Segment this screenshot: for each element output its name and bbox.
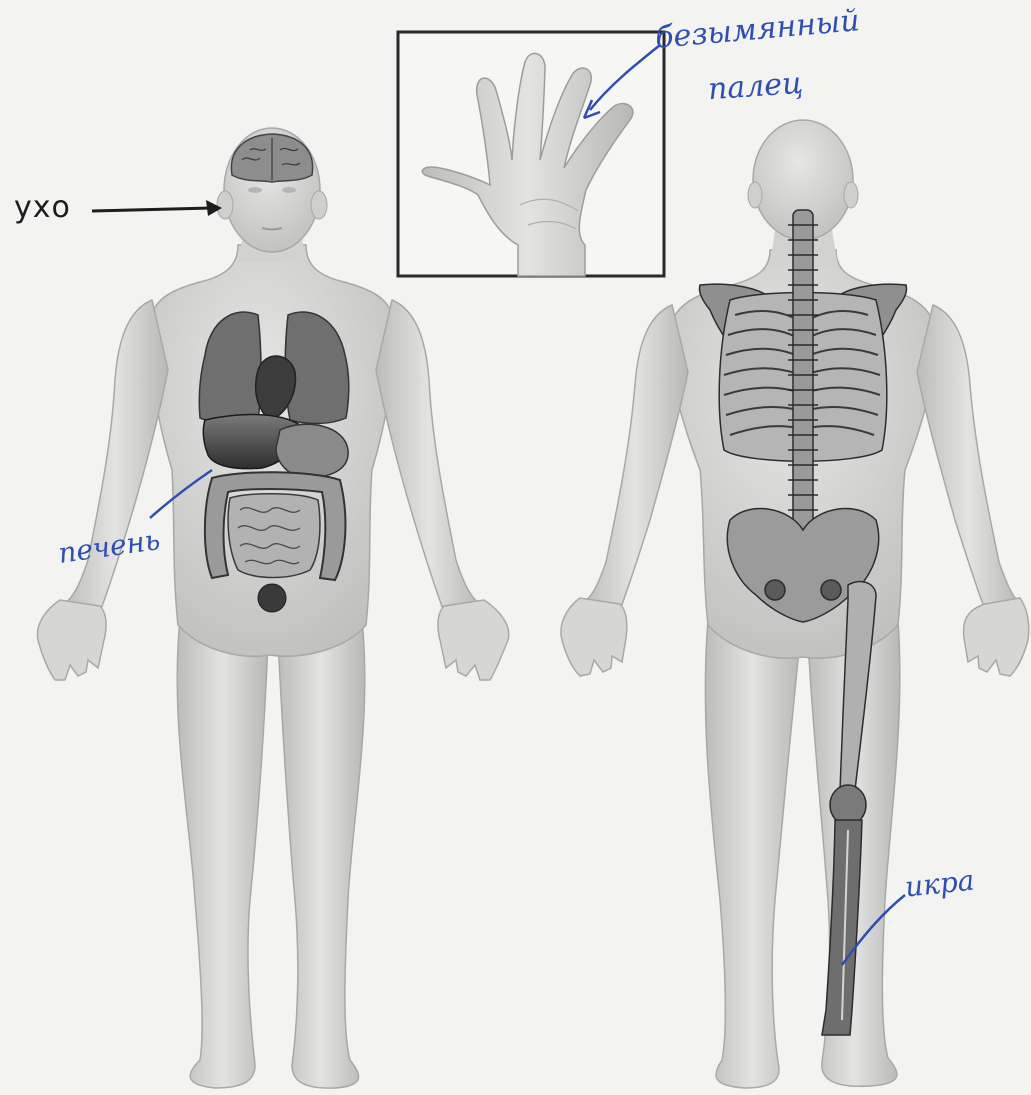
label-calf: икра — [904, 866, 976, 901]
ear-arrow-line — [92, 208, 212, 211]
front-eye-right — [282, 187, 296, 193]
back-ear-left — [748, 182, 762, 208]
front-right-hand — [438, 600, 509, 680]
back-right-arm — [917, 305, 1020, 610]
back-right-hand — [964, 598, 1029, 676]
front-right-arm — [376, 300, 482, 612]
hip-socket-right — [821, 580, 841, 600]
internal-organs — [199, 312, 349, 612]
front-ear-left — [217, 191, 233, 219]
hip-socket-left — [765, 580, 785, 600]
front-left-hand — [37, 600, 106, 680]
back-left-leg — [705, 620, 800, 1088]
front-left-leg — [177, 620, 268, 1088]
stomach — [276, 424, 348, 478]
hand-inset — [398, 32, 664, 276]
back-ear-right — [844, 182, 858, 208]
small-intestine — [228, 494, 320, 578]
spine — [793, 210, 813, 530]
label-ear: ухо — [14, 193, 71, 223]
bladder — [258, 584, 286, 612]
front-right-leg — [278, 620, 365, 1088]
back-left-arm — [582, 305, 688, 610]
front-eye-left — [248, 187, 262, 193]
back-left-hand — [561, 598, 627, 676]
front-ear-right — [311, 191, 327, 219]
knee — [830, 785, 866, 825]
label-ring-finger-line2: палец — [707, 69, 804, 106]
